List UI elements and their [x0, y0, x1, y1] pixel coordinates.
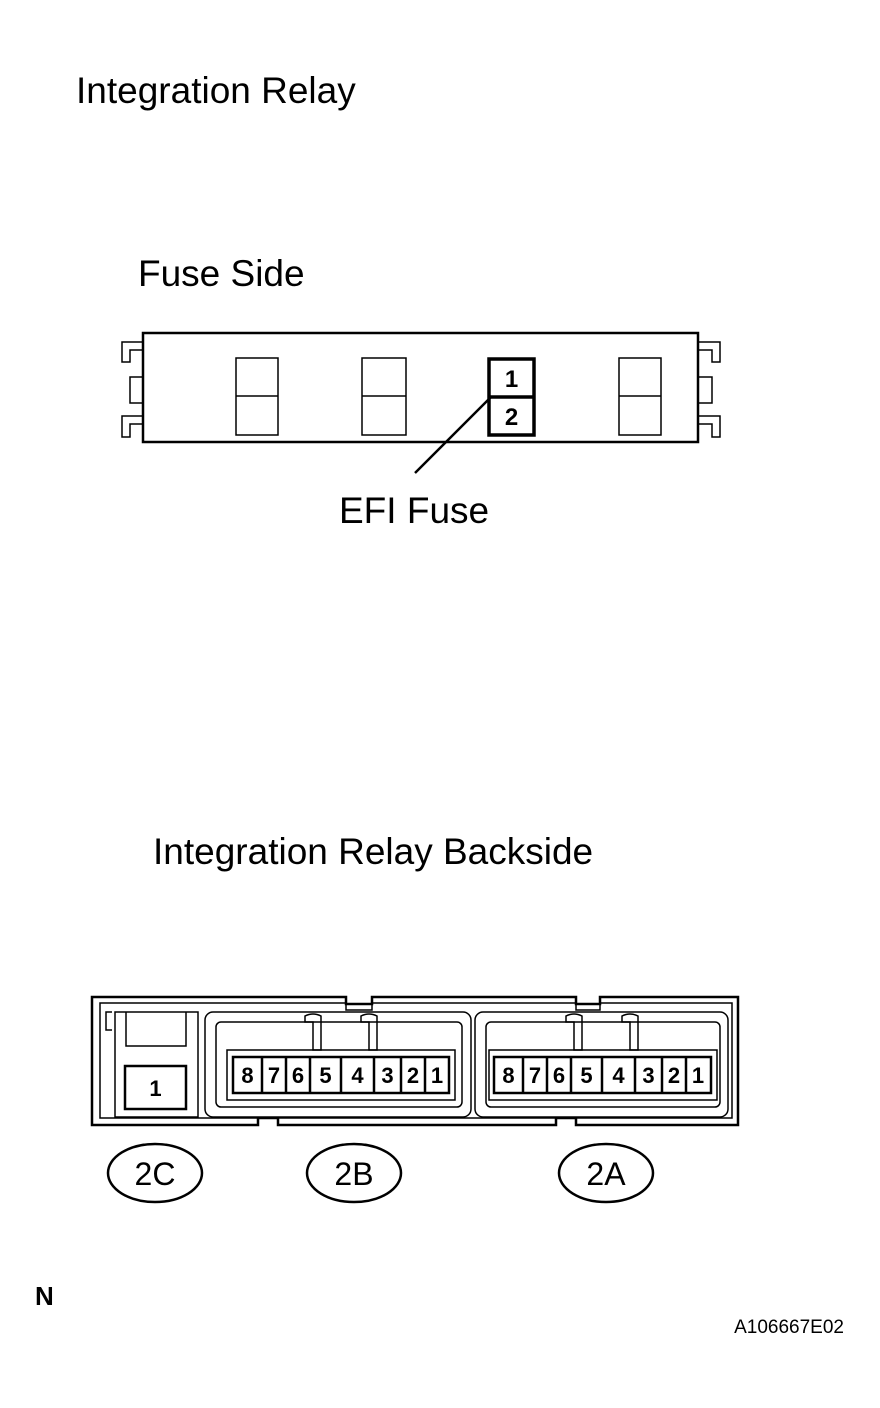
- efi-callout-leader: [414, 396, 492, 474]
- pin-2a-4: 4: [612, 1063, 625, 1088]
- pin-2a-6: 6: [553, 1063, 565, 1088]
- efi-pin-2: 2: [505, 404, 518, 431]
- connector-code-2c: 2C: [106, 1142, 204, 1204]
- fuse-side-label: Fuse Side: [138, 253, 305, 294]
- pin-2b-2: 2: [407, 1063, 419, 1088]
- backside-label: Integration Relay Backside: [153, 831, 593, 872]
- code-2a-label: 2A: [586, 1156, 626, 1192]
- efi-fuse-slot: 1 2: [487, 357, 536, 437]
- pin-2a-5: 5: [580, 1063, 592, 1088]
- pin-2a-2: 2: [668, 1063, 680, 1088]
- fuse-block-left-tabs: [121, 341, 143, 438]
- code-2c-label: 2C: [135, 1156, 176, 1192]
- fuse-slot: [618, 357, 662, 436]
- pin-2a-7: 7: [529, 1063, 541, 1088]
- pin-2b-8: 8: [241, 1063, 253, 1088]
- code-2b-label: 2B: [334, 1156, 373, 1192]
- pin-2b-1: 1: [431, 1063, 443, 1088]
- pin-2a-8: 8: [502, 1063, 514, 1088]
- pin-2a-1: 1: [692, 1063, 704, 1088]
- connector-2c: 1: [105, 1011, 199, 1118]
- fuse-block-right-tabs: [698, 341, 721, 438]
- fuse-block: 1 2: [121, 331, 721, 444]
- fuse-block-body: [141, 331, 700, 444]
- connector-code-2a: 2A: [557, 1142, 655, 1204]
- pin-2b-3: 3: [381, 1063, 393, 1088]
- fuse-slot: [361, 357, 407, 436]
- connector-code-2b: 2B: [305, 1142, 403, 1204]
- pin-2b-7: 7: [268, 1063, 280, 1088]
- pin-2c-1: 1: [149, 1076, 161, 1101]
- fuse-slot: [235, 357, 279, 436]
- efi-fuse-label: EFI Fuse: [339, 490, 489, 531]
- pin-2a-3: 3: [642, 1063, 654, 1088]
- pin-2b-4: 4: [351, 1063, 364, 1088]
- north-marker: N: [35, 1281, 54, 1311]
- figure-id: A106667E02: [734, 1317, 844, 1338]
- pin-2b-6: 6: [292, 1063, 304, 1088]
- efi-pin-1: 1: [505, 366, 518, 393]
- pin-2b-5: 5: [319, 1063, 331, 1088]
- page-title: Integration Relay: [76, 70, 356, 111]
